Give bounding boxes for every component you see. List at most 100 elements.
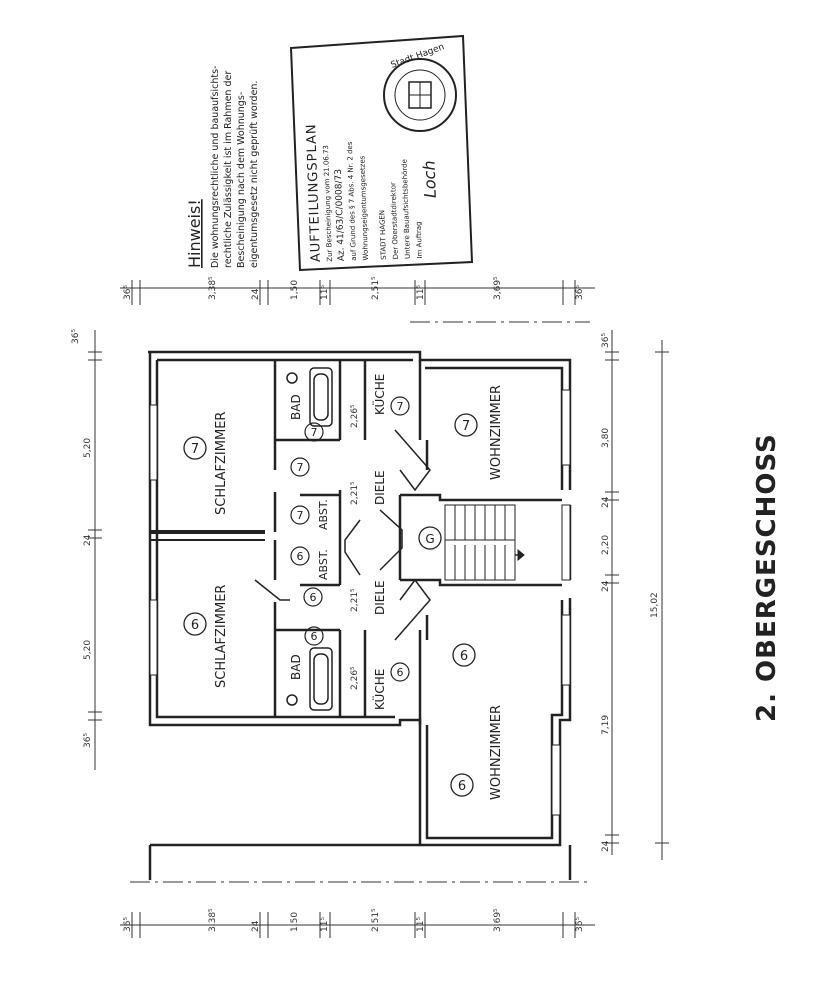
dim-bottom: 2,51⁵ bbox=[371, 908, 381, 932]
dim-bottom: 1,50 bbox=[290, 912, 300, 932]
dim-right: 24 bbox=[601, 496, 611, 508]
svg-text:7: 7 bbox=[462, 419, 470, 434]
notice-block: Hinweis! Die wohnungsrechtliche und baua… bbox=[185, 66, 260, 268]
unit-badge: 7 bbox=[183, 436, 207, 460]
dim-right: 7,19 bbox=[601, 715, 611, 735]
city-seal: Stadt Hagen bbox=[383, 42, 457, 132]
room-name-wohnzimmer: WOHNZIMMER bbox=[489, 385, 504, 480]
room-name-wohnzimmer: WOHNZIMMER bbox=[489, 705, 504, 800]
stamp-line: STADT HAGEN bbox=[378, 210, 388, 260]
dim-left: 24 bbox=[83, 534, 93, 546]
dim-bottom: 36⁵ bbox=[575, 917, 585, 932]
svg-text:G: G bbox=[425, 532, 434, 546]
dim-left: 36⁵ bbox=[71, 329, 81, 344]
dim-left: 5,20 bbox=[83, 640, 93, 660]
dim-top: 1,50 bbox=[290, 280, 300, 300]
unit-badge: 6 bbox=[452, 643, 476, 667]
svg-text:7: 7 bbox=[191, 442, 199, 457]
room-name-diele: DIELE bbox=[373, 580, 387, 615]
dim-bottom: 11⁵ bbox=[416, 917, 426, 932]
dim-top: 36⁵ bbox=[123, 285, 133, 300]
svg-text:7: 7 bbox=[297, 461, 304, 474]
dim-right: 36⁵ bbox=[601, 333, 611, 348]
notice-line: eigentumsgesetz nicht geprüft worden. bbox=[249, 81, 260, 268]
dim-right: 24 bbox=[601, 580, 611, 592]
room-name-abstell: ABST. bbox=[317, 549, 330, 580]
inner-dim: 2,21⁵ bbox=[350, 481, 360, 505]
unit-badge: 7 bbox=[390, 396, 410, 416]
dim-top: 2,51⁵ bbox=[371, 276, 381, 300]
svg-text:6: 6 bbox=[458, 779, 466, 794]
svg-text:6: 6 bbox=[311, 630, 318, 643]
stamp-line: Zur Bescheinigung vom 21.06.73 bbox=[322, 145, 334, 262]
walls bbox=[148, 350, 572, 880]
unit-badge: 7 bbox=[290, 457, 310, 477]
room-name-schlafzimmer: SCHLAFZIMMER bbox=[214, 412, 229, 515]
stamp-line: Untere Bauaufsichtsbehörde bbox=[400, 159, 411, 259]
unit-badge: 6 bbox=[183, 612, 207, 636]
room-name-bad: BAD bbox=[289, 654, 303, 680]
windows bbox=[149, 389, 571, 816]
dim-right: 3,80 bbox=[601, 428, 611, 448]
inner-dim: 2,21⁵ bbox=[350, 588, 360, 612]
svg-text:6: 6 bbox=[191, 618, 199, 633]
unit-badge-stair: G bbox=[418, 526, 442, 550]
unit-badge: 6 bbox=[390, 662, 410, 682]
inner-dim: 2,26⁵ bbox=[350, 666, 360, 690]
room-name-kueche: KÜCHE bbox=[371, 374, 387, 415]
room-name-diele: DIELE bbox=[373, 470, 387, 505]
unit-badge: 6 bbox=[303, 587, 323, 607]
room-name-abstell: ABST. bbox=[317, 499, 330, 530]
room-labels: SCHLAFZIMMER 7 SCHLAFZIMMER 6 BAD 7 BAD … bbox=[183, 374, 504, 800]
room-name-schlafzimmer: SCHLAFZIMMER bbox=[214, 585, 229, 688]
unit-badge: 6 bbox=[290, 546, 310, 566]
unit-badge: 7 bbox=[304, 422, 324, 442]
dim-bottom: 11⁵ bbox=[320, 917, 330, 932]
dim-top: 3,38⁵ bbox=[208, 276, 218, 300]
svg-text:6: 6 bbox=[460, 649, 468, 664]
stamp-title: AUFTEILUNGSPLAN bbox=[304, 123, 324, 262]
unit-badge: 6 bbox=[304, 626, 324, 646]
stamp-line: Wohnungseigentumsgesetzes bbox=[358, 155, 370, 260]
dim-right: 2,20 bbox=[601, 535, 611, 555]
notice-heading: Hinweis! bbox=[185, 199, 204, 268]
unit-arrows bbox=[254, 429, 431, 641]
dim-right: 24 bbox=[601, 840, 611, 852]
unit-badge: 6 bbox=[450, 773, 474, 797]
dim-bottom: 24 bbox=[251, 920, 261, 932]
stamp-line: Im Auftrag bbox=[415, 221, 424, 258]
dim-bottom: 36⁵ bbox=[123, 917, 133, 932]
svg-text:7: 7 bbox=[311, 426, 318, 439]
dim-total: 15,02 bbox=[650, 592, 660, 618]
svg-text:7: 7 bbox=[297, 509, 304, 522]
staircase bbox=[444, 504, 525, 581]
svg-text:6: 6 bbox=[297, 550, 304, 563]
stamp-line: Der Oberstadtdirektor bbox=[389, 182, 400, 260]
dim-top: 36⁵ bbox=[575, 285, 585, 300]
room-name-bad: BAD bbox=[289, 394, 303, 420]
dim-left: 36⁵ bbox=[83, 733, 93, 748]
svg-text:7: 7 bbox=[397, 400, 404, 413]
dimension-lines bbox=[88, 280, 669, 938]
stamp-signature: Loch bbox=[420, 160, 440, 198]
svg-text:6: 6 bbox=[310, 591, 317, 604]
room-name-kueche: KÜCHE bbox=[371, 669, 387, 710]
dim-top: 3,69⁵ bbox=[493, 276, 503, 300]
dim-top: 11⁵ bbox=[320, 285, 330, 300]
dim-top: 11⁵ bbox=[416, 285, 426, 300]
stamp-line: auf Grund des § 7 Abs. 4 Nr. 2 des bbox=[346, 141, 358, 261]
dim-bottom: 3,38⁵ bbox=[208, 908, 218, 932]
dim-left: 5,20 bbox=[83, 438, 93, 458]
unit-badge: 7 bbox=[454, 413, 478, 437]
notice-line: Die wohnungsrechtliche und bauaufsichts- bbox=[210, 66, 221, 268]
unit-badge: 7 bbox=[290, 505, 310, 525]
svg-text:6: 6 bbox=[397, 666, 404, 679]
dim-top: 24 bbox=[251, 288, 261, 300]
stamp-line: Az. 41/63/C/0008/73 bbox=[334, 169, 347, 262]
notice-line: rechtliche Zulässigkeit ist im Rahmen de… bbox=[223, 71, 234, 268]
sheet-title: 2. OBERGESCHOSS bbox=[752, 433, 782, 722]
dimension-labels: 36⁵ 5,20 24 5,20 36⁵ 36⁵ 3,80 24 2,20 24… bbox=[71, 276, 660, 932]
notice-line: Bescheinigung nach dem Wohnungs- bbox=[236, 92, 247, 268]
inner-dim: 2,26⁵ bbox=[350, 404, 360, 428]
seal-text: Stadt Hagen bbox=[390, 42, 446, 71]
